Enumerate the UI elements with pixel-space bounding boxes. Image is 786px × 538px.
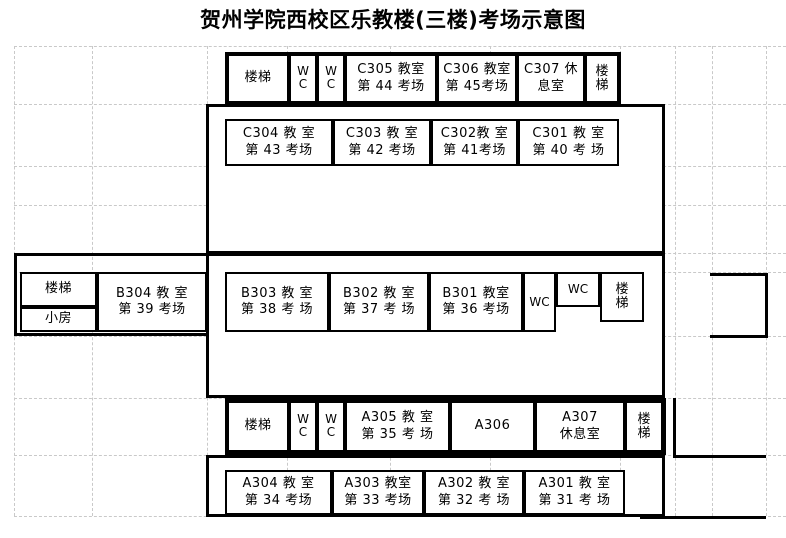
room-label-line1: WC — [567, 282, 589, 296]
room-label-line1: 楼 — [595, 63, 609, 79]
room-c306[interactable]: C306 教室 第 45考场 — [437, 54, 517, 103]
room-label-line2: 第 44 考场 — [357, 78, 425, 94]
room-label-line2: 第 32 考 场 — [438, 492, 510, 508]
room-label-line2: 第 36 考场 — [442, 302, 510, 317]
wing-c-top-outline — [225, 52, 621, 105]
stair-mid-left[interactable]: 楼梯 — [20, 272, 97, 307]
room-label-line2: 第 37 考 场 — [343, 302, 415, 317]
room-label-line2: 第 41考场 — [443, 142, 506, 158]
room-label-line1: C301 教 室 — [532, 126, 605, 142]
wing-a-main-outline — [206, 455, 665, 517]
room-label-line1: W — [325, 412, 337, 426]
room-c301[interactable]: C301 教 室 第 40 考 场 — [518, 119, 619, 166]
room-label-line2: 第 31 考 场 — [538, 492, 611, 508]
room-label-line1: C307 休 — [523, 62, 579, 78]
grid-line — [14, 46, 786, 47]
room-label-line2: C — [298, 425, 308, 439]
wc-top-1[interactable]: W C — [289, 54, 317, 103]
room-label-line2: C — [326, 425, 336, 439]
room-label-line1: C302教 室 — [440, 126, 509, 142]
room-label-line2: 息室 — [537, 78, 565, 94]
room-a307[interactable]: A307 休息室 — [535, 401, 625, 452]
room-c305[interactable]: C305 教室 第 44 考场 — [345, 54, 437, 103]
room-label-line2: 梯 — [595, 77, 609, 93]
right-balcony-edge-wall — [765, 273, 768, 338]
room-label-line1: 小房 — [44, 311, 72, 327]
wc-top-2[interactable]: W C — [317, 54, 345, 103]
room-label-line2: 梯 — [637, 425, 651, 441]
wc-mid-1[interactable]: WC — [523, 272, 556, 332]
room-label-line1: 楼梯 — [244, 418, 272, 434]
wc-bottom-1[interactable]: W C — [289, 401, 317, 452]
room-label-line2: 梯 — [615, 296, 629, 311]
lower-right-wall-a — [673, 455, 766, 458]
lower-right-vertical-wall — [673, 398, 676, 458]
room-label-line1: 楼 — [637, 411, 651, 427]
stair-top-right[interactable]: 楼 梯 — [585, 54, 619, 103]
room-label-line1: B303 教 室 — [241, 285, 313, 301]
room-label-line2: 第 40 考 场 — [532, 142, 605, 158]
room-label-line1: A302 教 室 — [438, 476, 510, 492]
room-label-line2: C — [298, 77, 308, 91]
room-label-line2: 第 42 考场 — [348, 142, 416, 158]
room-a305[interactable]: A305 教 室 第 35 考 场 — [345, 401, 450, 452]
room-label-line2: 第 43 考场 — [245, 142, 313, 158]
room-label-line2: 休息室 — [559, 426, 601, 442]
room-a306[interactable]: A306 — [450, 401, 535, 452]
room-label-line1: B304 教 室 — [116, 285, 188, 301]
room-label-line2: 第 33 考场 — [344, 492, 412, 508]
wc-mid-2[interactable]: WC — [556, 272, 600, 307]
room-a302[interactable]: A302 教 室 第 32 考 场 — [424, 470, 524, 515]
room-label-line1: C303 教 室 — [345, 126, 419, 142]
room-c304[interactable]: C304 教 室 第 43 考场 — [225, 119, 333, 166]
lower-right-wall-b — [640, 516, 766, 519]
room-label-line1: A304 教 室 — [242, 476, 315, 492]
room-b303[interactable]: B303 教 室 第 38 考 场 — [225, 272, 329, 332]
room-c303[interactable]: C303 教 室 第 42 考场 — [333, 119, 431, 166]
room-label-line1: B301 教室 — [442, 285, 510, 301]
room-label-line1: B302 教 室 — [343, 285, 415, 301]
room-label-line1: A305 教 室 — [361, 410, 434, 426]
room-b304[interactable]: B304 教 室 第 39 考场 — [97, 272, 207, 332]
small-room[interactable]: 小房 — [20, 307, 97, 332]
stair-top-left[interactable]: 楼梯 — [227, 54, 289, 103]
stair-bottom-right[interactable]: 楼 梯 — [625, 401, 663, 452]
wing-a-top-outline — [225, 398, 666, 455]
room-label-line1: WC — [529, 294, 550, 309]
room-label-line2: C — [326, 77, 336, 91]
right-balcony-top-wall — [710, 273, 768, 276]
room-label-line1: C304 教 室 — [242, 126, 316, 142]
room-label-line2: 第 34 考场 — [244, 492, 313, 508]
room-label-line1: C306 教室 — [443, 62, 511, 78]
room-label-line1: 楼梯 — [244, 70, 272, 86]
room-b302[interactable]: B302 教 室 第 37 考 场 — [329, 272, 429, 332]
room-label-line2: 第 45考场 — [445, 78, 509, 94]
room-label-line1: 楼 — [615, 282, 629, 298]
room-label-line1: W — [297, 412, 309, 426]
room-label-line1: A307 — [562, 410, 598, 426]
room-a304[interactable]: A304 教 室 第 34 考场 — [225, 470, 332, 515]
grid-line — [675, 46, 676, 516]
room-label-line1: W — [325, 64, 337, 78]
room-label-line1: A306 — [474, 418, 511, 434]
right-balcony-bottom-wall — [710, 335, 768, 338]
room-label-line1: A303 教室 — [344, 476, 412, 492]
room-b301[interactable]: B301 教室 第 36 考场 — [429, 272, 523, 332]
room-label-line1: A301 教 室 — [538, 476, 611, 492]
room-label-line1: C305 教室 — [357, 62, 425, 78]
wc-bottom-2[interactable]: W C — [317, 401, 345, 452]
room-a301[interactable]: A301 教 室 第 31 考 场 — [524, 470, 625, 515]
room-label-line2: 第 35 考 场 — [361, 426, 434, 442]
room-label-line1: W — [297, 64, 309, 78]
grid-line — [712, 46, 713, 516]
room-c307[interactable]: C307 休 息室 — [517, 54, 585, 103]
room-a303[interactable]: A303 教室 第 33 考场 — [332, 470, 424, 515]
room-label-line2: 第 38 考 场 — [241, 302, 313, 317]
stair-bottom-left[interactable]: 楼梯 — [227, 401, 289, 452]
page-title: 贺州学院西校区乐教楼(三楼)考场示意图 — [200, 8, 586, 32]
room-c302[interactable]: C302教 室 第 41考场 — [431, 119, 518, 166]
stair-mid-right[interactable]: 楼 梯 — [600, 272, 644, 322]
room-label-line1: 楼梯 — [44, 281, 72, 297]
room-label-line2: 第 39 考场 — [118, 302, 186, 317]
